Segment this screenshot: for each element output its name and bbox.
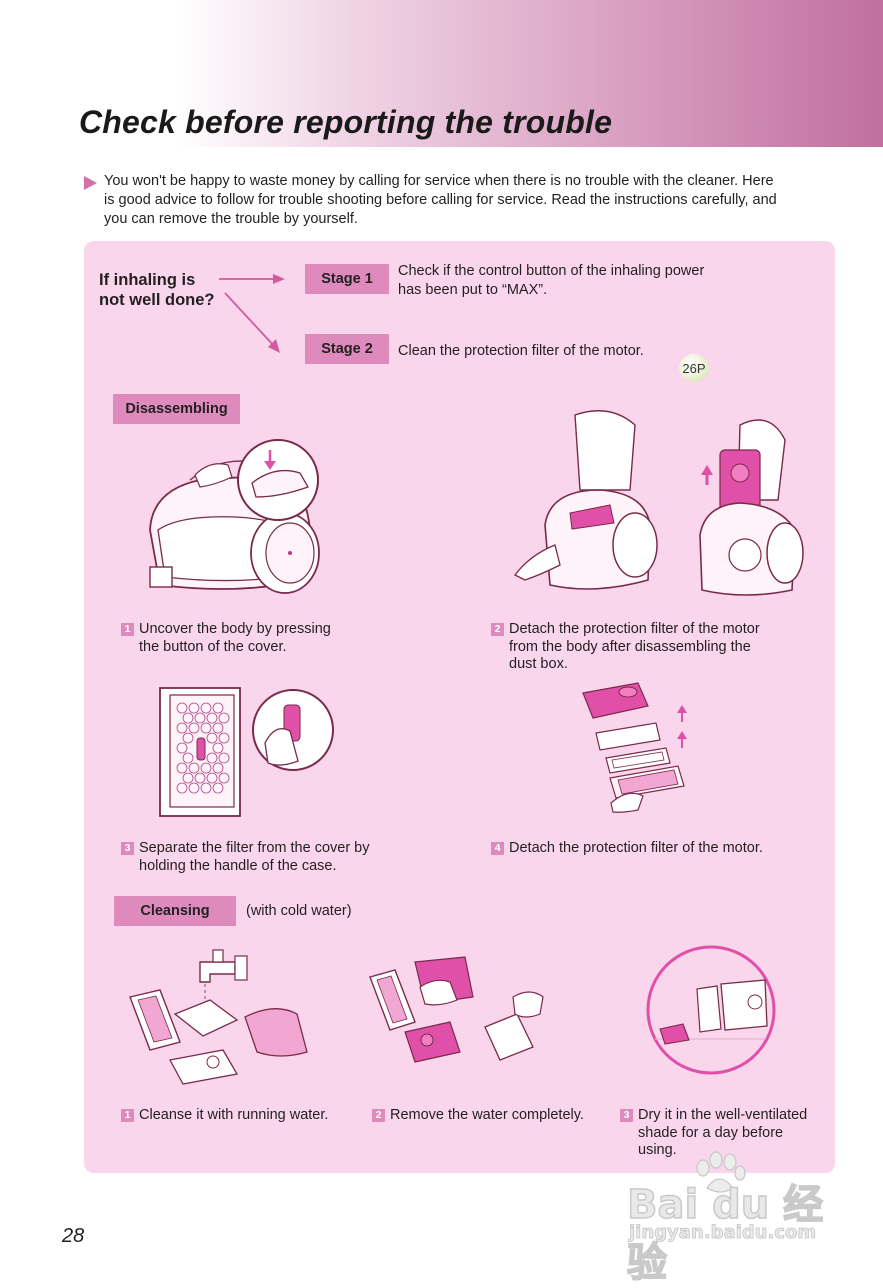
stage-1-text: Check if the control button of the inhal… — [398, 262, 704, 300]
step-line: using. — [638, 1142, 677, 1158]
step-number: 3 — [620, 1109, 633, 1122]
step-line: dust box. — [509, 656, 568, 672]
step-number: 2 — [491, 623, 504, 636]
stage-2-tag: Stage 2 — [305, 334, 389, 364]
page-reference-badge: 26P — [679, 354, 709, 382]
step-line: Uncover the body by pressing — [139, 621, 331, 637]
filter-case-handle-illustration — [159, 687, 334, 817]
vacuum-cover-button-illustration — [149, 439, 320, 594]
stage-1-line-1: Check if the control button of the inhal… — [398, 263, 705, 279]
question-heading: If inhaling is not well done? — [99, 270, 215, 310]
watermark-brand: Bai du 经验 — [626, 1181, 824, 1287]
question-line-2: not well done? — [99, 291, 215, 309]
step-line: from the body after disassembling the — [509, 638, 751, 655]
step-number: 2 — [372, 1109, 385, 1122]
disassembling-step-1: 1 Uncover the body by pressing the butto… — [121, 621, 469, 656]
question-line-1: If inhaling is — [99, 271, 196, 289]
header-band — [175, 0, 883, 147]
drying-shade-illustration — [646, 945, 776, 1075]
stage-1-line-2: has been put to “MAX”. — [398, 282, 548, 298]
disassembling-step-4: 4 Detach the protection filter of the mo… — [491, 840, 839, 858]
page-number: 28 — [62, 1225, 85, 1247]
open-body-filter-removal-illustration — [514, 410, 804, 596]
step-number: 4 — [491, 842, 504, 855]
bullet-arrow-icon — [84, 176, 97, 190]
filter-layers-exploded-illustration — [582, 682, 687, 813]
stage-2-text: Clean the protection filter of the motor… — [398, 342, 644, 361]
branch-arrows-icon — [219, 274, 285, 353]
stage-2-line-1: Clean the protection filter of the motor… — [398, 343, 644, 359]
stage-1-tag: Stage 1 — [305, 264, 389, 294]
paw-logo-icon — [696, 1151, 746, 1193]
step-number: 1 — [121, 1109, 134, 1122]
watermark: Bai du 经验 jingyan.baidu.com — [626, 1150, 837, 1287]
step-line: shade for a day before — [638, 1124, 784, 1141]
step-line: Cleanse it with running water. — [139, 1107, 329, 1123]
step-number: 1 — [121, 623, 134, 636]
cleansing-tag: Cleansing — [114, 896, 236, 926]
step-line: Detach the protection filter of the moto… — [509, 840, 763, 856]
step-line: Separate the filter from the cover by — [139, 840, 370, 856]
disassembling-tag: Disassembling — [113, 394, 240, 424]
cleansing-step-3: 3 Dry it in the well-ventilated shade fo… — [620, 1107, 848, 1160]
remove-water-illustration — [369, 956, 544, 1063]
step-line: the button of the cover. — [139, 638, 287, 655]
disassembling-step-2: 2 Detach the protection filter of the mo… — [491, 621, 829, 674]
cleansing-step-2: 2 Remove the water completely. — [372, 1107, 625, 1125]
disassembling-step-3: 3 Separate the filter from the cover by … — [121, 840, 469, 875]
step-number: 3 — [121, 842, 134, 855]
intro-text: You won't be happy to waste money by cal… — [104, 173, 777, 227]
step-line: Detach the protection filter of the moto… — [509, 621, 760, 637]
step-line: Remove the water completely. — [390, 1107, 584, 1123]
cleansing-step-1: 1 Cleanse it with running water. — [121, 1107, 374, 1125]
watermark-url: jingyan.baidu.com — [629, 1222, 817, 1244]
page-title: Check before reporting the trouble — [79, 104, 613, 140]
cleansing-note: (with cold water) — [246, 903, 352, 919]
step-line: Dry it in the well-ventilated — [638, 1107, 808, 1123]
step-line: holding the handle of the case. — [139, 857, 337, 874]
running-water-illustration — [129, 949, 308, 1085]
